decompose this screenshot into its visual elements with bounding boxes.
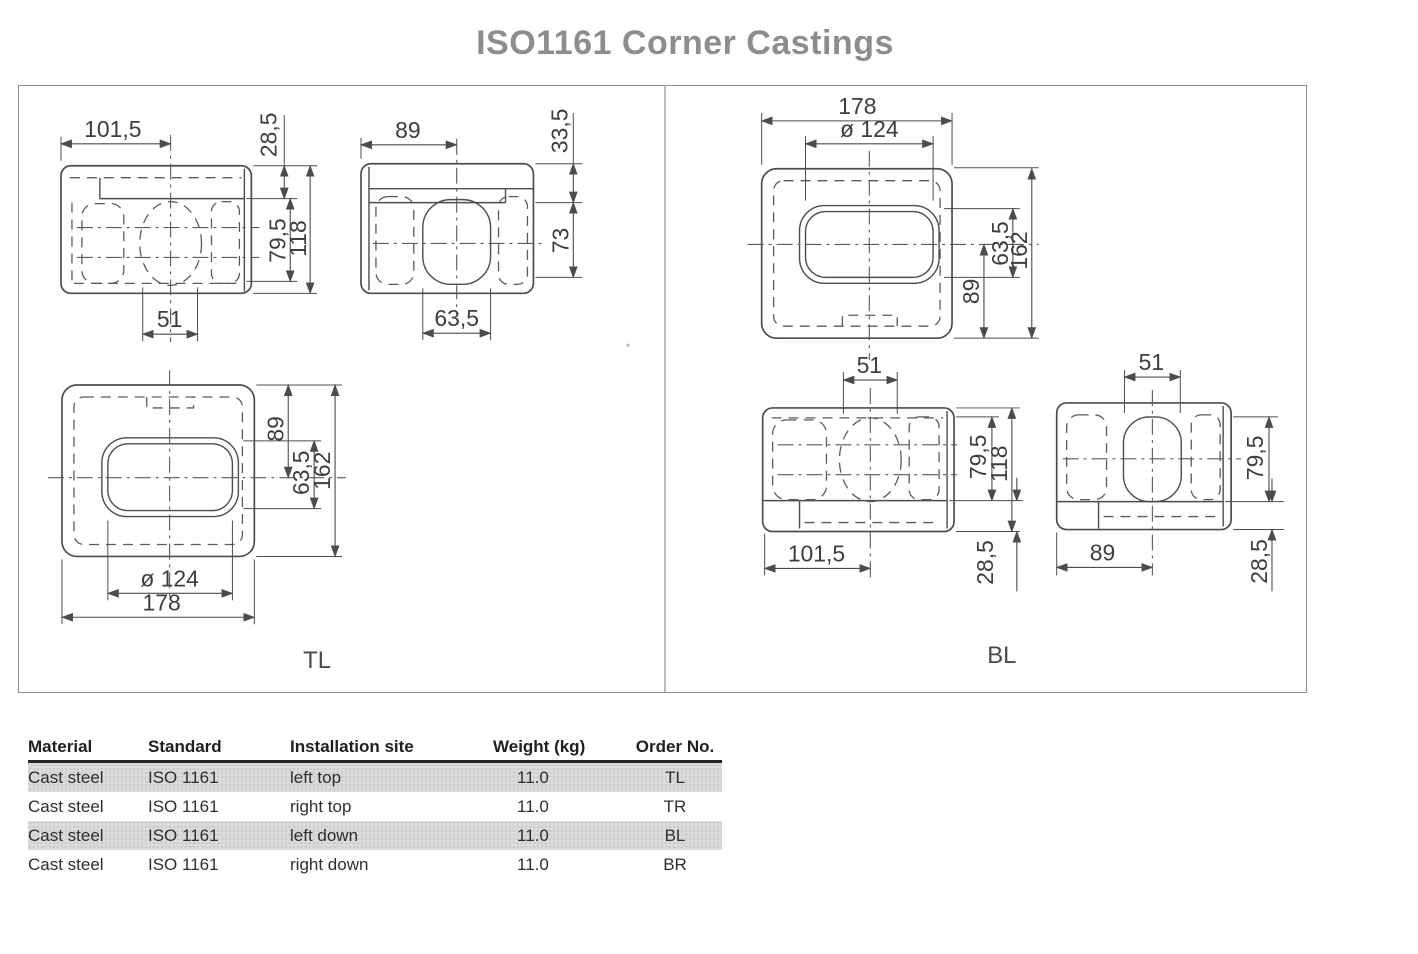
dim-bl-front-aperture: 51	[857, 352, 882, 378]
dim-tl-plan-width: 178	[143, 589, 181, 615]
dim-bl-side-inner-height: 79,5	[1242, 435, 1268, 480]
dim-bl-side-flange: 28,5	[1246, 539, 1272, 584]
dim-bl-side-bottom-width: 89	[1090, 539, 1115, 565]
tl-front-view: 101,5 28,5 79,5 118 51	[59, 113, 318, 343]
cell-site: left top	[290, 767, 342, 787]
dim-tl-front-inner-height: 79,5	[264, 218, 290, 263]
dim-tl-side-flange: 33,5	[546, 109, 572, 154]
dim-bl-plan-aperture-height: 63,5	[987, 221, 1013, 266]
view-label-bl: BL	[987, 642, 1016, 669]
dim-bl-side-aperture: 51	[1139, 349, 1164, 375]
dim-tl-front-aperture: 51	[157, 306, 182, 332]
col-header-weight: Weight (kg)	[493, 737, 586, 756]
cell-standard: ISO 1161	[148, 796, 219, 816]
dim-bl-plan-center-offset: 89	[958, 279, 984, 304]
tl-side-view: 89 33,5 73 63,5	[359, 109, 583, 341]
view-label-tl: TL	[303, 647, 331, 674]
dim-tl-front-flange: 28,5	[255, 113, 281, 158]
cell-weight: 11.0	[517, 767, 549, 787]
cell-material: Cast steel	[28, 767, 104, 787]
bl-side-view: 51 89 79,5 28,5	[1055, 349, 1284, 592]
cell-material: Cast steel	[28, 825, 104, 845]
dim-bl-front-flange: 28,5	[972, 540, 998, 585]
bl-plan-view: 178 ø 124 63,5 162 89	[747, 93, 1039, 361]
cell-order: TL	[665, 767, 685, 787]
cell-weight: 11.0	[517, 854, 549, 874]
dim-bl-plan-width: 178	[838, 93, 876, 119]
cell-weight: 11.0	[517, 796, 549, 816]
tl-plan-view: 89 63,5 162 ø 124 178	[48, 370, 347, 625]
cell-standard: ISO 1161	[148, 825, 219, 845]
dim-bl-plan-diameter: ø 124	[840, 116, 899, 142]
dim-tl-plan-diameter: ø 124	[140, 565, 199, 591]
cell-material: Cast steel	[28, 854, 104, 874]
col-header-order-no: Order No.	[635, 737, 715, 756]
scan-speck	[626, 343, 630, 347]
table-row: Cast steel ISO 1161 left top 11.0 TL	[28, 763, 722, 792]
dim-bl-front-bottom-width: 101,5	[788, 540, 845, 566]
table-row: Cast steel ISO 1161 right top 11.0 TR	[28, 792, 722, 821]
col-header-installation-site: Installation site	[290, 737, 414, 756]
technical-drawing: 101,5 28,5 79,5 118 51 89 33,5 73 63,5	[48, 86, 1284, 692]
dim-tl-front-top-width: 101,5	[84, 116, 141, 142]
dim-tl-side-inner-height: 73	[547, 228, 573, 253]
spec-table: Material Standard Installation site Weig…	[28, 725, 722, 879]
cell-standard: ISO 1161	[148, 767, 219, 787]
col-header-standard: Standard	[148, 737, 222, 756]
dim-tl-side-top-width: 89	[395, 117, 420, 143]
cell-standard: ISO 1161	[148, 854, 219, 874]
spec-table-header-row: Material Standard Installation site Weig…	[28, 725, 722, 763]
dim-tl-front-height: 118	[285, 220, 311, 257]
cell-order: BL	[664, 825, 686, 845]
cell-order: TR	[663, 796, 687, 816]
cell-site: right top	[290, 796, 352, 816]
page-title: ISO1161 Corner Castings	[476, 24, 894, 62]
col-header-material: Material	[28, 737, 93, 756]
dim-tl-plan-center-offset: 89	[262, 416, 288, 441]
table-row: Cast steel ISO 1161 left down 11.0 BL	[28, 821, 722, 850]
dim-tl-plan-aperture-height: 63,5	[288, 450, 314, 495]
cell-site: left down	[290, 825, 359, 845]
dim-bl-front-inner-height: 79,5	[965, 434, 991, 479]
bl-front-view: 51 101,5 79,5 118 28,5	[761, 352, 1023, 592]
cell-material: Cast steel	[28, 796, 104, 816]
dim-bl-plan-depth: 162	[1006, 231, 1032, 269]
drawing-sheet: 101,5 28,5 79,5 118 51 89 33,5 73 63,5	[18, 85, 1307, 693]
cell-site: right down	[290, 854, 369, 874]
cell-weight: 11.0	[517, 825, 549, 845]
dim-bl-front-height: 118	[986, 445, 1012, 482]
dim-tl-side-aperture: 63,5	[434, 305, 479, 331]
cell-order: BR	[663, 854, 687, 874]
dim-tl-plan-depth: 162	[309, 452, 335, 490]
table-row: Cast steel ISO 1161 right down 11.0 BR	[28, 850, 722, 879]
